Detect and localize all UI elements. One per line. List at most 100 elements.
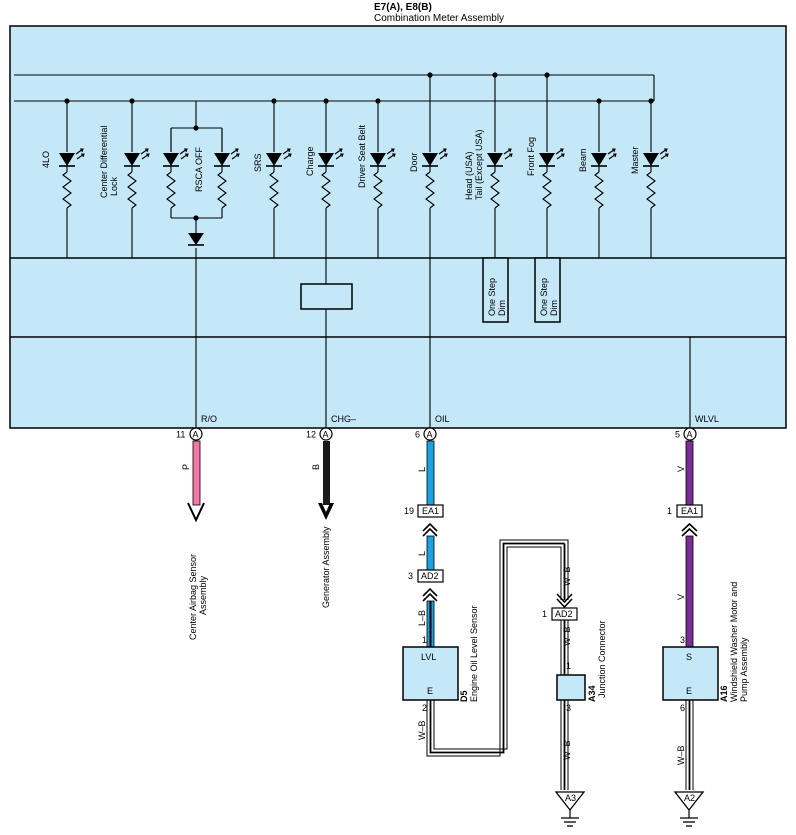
- svg-text:3: 3: [408, 571, 413, 581]
- lamp-1: 4LO: [41, 98, 85, 258]
- oil-circuit: L EA1 19 L AD2 3 L–B 1 LVL E 2 D5 Engine…: [402, 440, 607, 827]
- lamp-7: Door: [409, 72, 448, 209]
- lamp-8: Head (USA)Tail (Except USA): [464, 72, 513, 209]
- lamp-label: 4LO: [41, 151, 51, 168]
- svg-text:W–B: W–B: [562, 626, 572, 646]
- svg-text:1: 1: [542, 609, 547, 619]
- lamp-10: Beam: [578, 98, 617, 258]
- svg-text:Dim: Dim: [497, 300, 507, 316]
- terminal-pin-ro: A 11: [176, 427, 203, 441]
- svg-text:1: 1: [566, 661, 571, 671]
- lamp-label-2: Tail (Except USA): [474, 129, 484, 200]
- svg-text:A3: A3: [565, 793, 576, 803]
- svg-text:V: V: [676, 594, 686, 600]
- svg-text:Dim: Dim: [549, 300, 559, 316]
- lamp-9: Front Fog: [526, 72, 565, 209]
- dest-airbag-1: Center Airbag Sensor: [188, 554, 198, 640]
- svg-text:11: 11: [176, 430, 185, 440]
- svg-text:AD2: AD2: [421, 571, 439, 581]
- svg-text:3: 3: [680, 635, 685, 645]
- oil-level-sensor: [402, 646, 459, 701]
- washer-name-2: Pump Assembly: [739, 637, 749, 702]
- svg-text:A: A: [687, 430, 693, 440]
- lamp-5: Charge: [305, 98, 344, 209]
- svg-text:V: V: [676, 466, 686, 472]
- svg-text:3: 3: [566, 703, 571, 713]
- washer-name-1: Windshield Washer Motor and: [729, 582, 739, 702]
- lamp-label: RSCA OFF: [194, 146, 204, 192]
- terminal-label-ro: R/O: [201, 414, 217, 424]
- lamp-label: Charge: [305, 146, 315, 176]
- junction-connector-name: Junction Connector: [597, 620, 607, 698]
- header-connectors: E7(A), E8(B): [374, 2, 432, 13]
- svg-text:1: 1: [422, 635, 427, 645]
- svg-text:L: L: [417, 551, 427, 556]
- svg-text:A: A: [323, 430, 329, 440]
- terminal-pin-wlvl: A5: [675, 427, 697, 441]
- svg-text:A2: A2: [684, 793, 695, 803]
- svg-text:W–B: W–B: [676, 745, 686, 765]
- dest-airbag-2: Assembly: [198, 575, 208, 615]
- meter-body: [9, 25, 787, 429]
- dim-box-1: One Step Dim: [482, 208, 509, 323]
- terminal-pin-chg: A 12: [306, 427, 333, 441]
- lamp-label-2: Lock: [109, 176, 119, 196]
- svg-text:B: B: [311, 464, 321, 470]
- svg-text:A: A: [427, 430, 433, 440]
- terminal-label-wlvl: WLVL: [695, 414, 719, 424]
- svg-text:EA1: EA1: [681, 506, 698, 516]
- lamp-11: Master: [630, 98, 669, 258]
- lamp-label: Door: [409, 152, 419, 172]
- terminal-label-chg: CHG–: [331, 414, 356, 424]
- terminal-pin-oil: A6: [415, 427, 437, 441]
- lamp-label: Master: [630, 146, 640, 174]
- svg-text:P: P: [181, 464, 191, 470]
- washer-motor: [662, 646, 719, 701]
- header-assembly: Combination Meter Assembly: [374, 13, 504, 24]
- junction-connector: [556, 674, 586, 701]
- lamp-label: Beam: [578, 148, 588, 172]
- terminal-label-oil: OIL: [435, 414, 450, 424]
- svg-text:D5: D5: [459, 690, 469, 702]
- ground-a3-icon: [554, 791, 586, 812]
- svg-text:2: 2: [422, 703, 427, 713]
- svg-text:E: E: [427, 686, 433, 696]
- dest-generator: Generator Assembly: [321, 526, 331, 608]
- svg-text:1: 1: [667, 506, 672, 516]
- lamp-label: Driver Seat Belt: [357, 124, 367, 188]
- oil-sensor-name: Engine Oil Level Sensor: [469, 605, 479, 702]
- svg-text:5: 5: [675, 430, 680, 440]
- svg-text:EA1: EA1: [422, 506, 439, 516]
- wire-chg: B Generator Assembly: [311, 441, 334, 608]
- lamp-label: Head (USA): [464, 151, 474, 200]
- svg-text:A34: A34: [587, 685, 597, 702]
- lamp-label: SRS: [253, 153, 263, 172]
- lamp-6: Driver Seat Belt: [357, 98, 396, 258]
- svg-text:6: 6: [415, 430, 420, 440]
- svg-text:W–B: W–B: [562, 566, 572, 586]
- svg-text:L: L: [417, 467, 427, 472]
- svg-text:L–B: L–B: [417, 610, 427, 626]
- svg-text:E: E: [686, 686, 692, 696]
- svg-text:LVL: LVL: [421, 652, 436, 662]
- svg-text:A: A: [193, 430, 199, 440]
- svg-text:19: 19: [404, 506, 414, 516]
- dim-box-2: One Step Dim: [534, 208, 561, 323]
- svg-text:One Step: One Step: [487, 278, 497, 316]
- svg-text:W–B: W–B: [417, 720, 427, 740]
- svg-text:A16: A16: [719, 685, 729, 702]
- svg-text:S: S: [686, 652, 692, 662]
- lamp-4: SRS: [253, 98, 292, 258]
- rsca-diode-icon: [188, 233, 204, 245]
- lamp-label: Front Fog: [526, 137, 536, 176]
- svg-text:W–B: W–B: [562, 740, 572, 760]
- svg-text:AD2: AD2: [555, 609, 573, 619]
- charge-relay-box: [300, 283, 353, 310]
- washer-circuit: V EA1 1 V 3 S E 6 A16 Windshield Washer …: [662, 440, 749, 827]
- svg-text:One Step: One Step: [539, 278, 549, 316]
- svg-text:12: 12: [306, 430, 316, 440]
